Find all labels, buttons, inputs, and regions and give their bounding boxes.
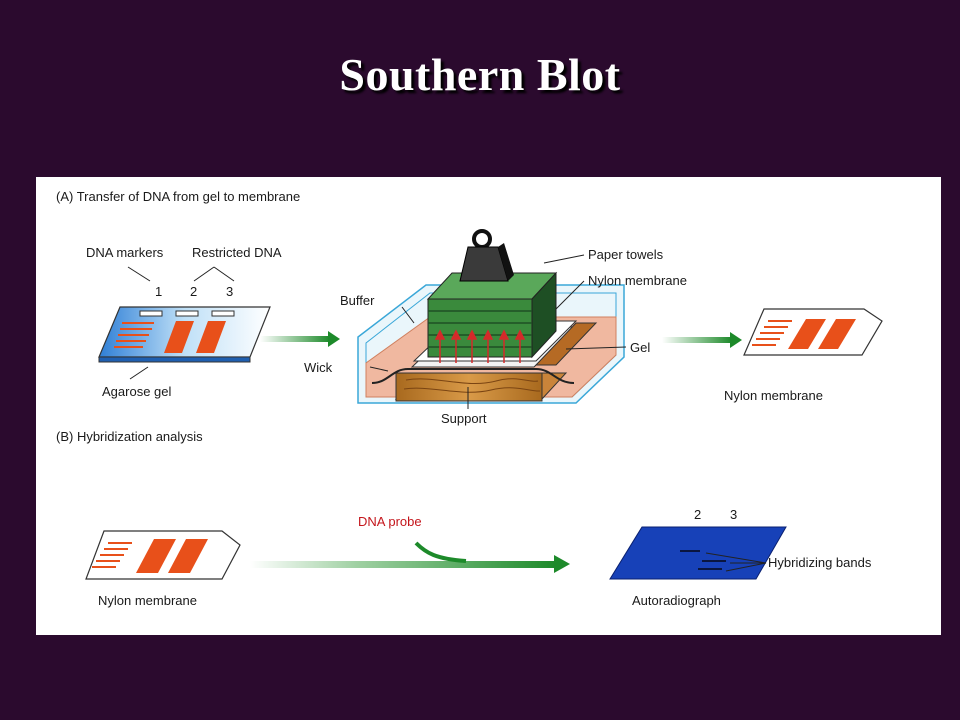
gel-label: Gel [630, 340, 651, 355]
transfer-arrow-2 [662, 332, 742, 348]
lane-2-label: 2 [190, 284, 198, 299]
hybridizing-bands-label: Hybridizing bands [768, 555, 872, 570]
dna-markers-label: DNA markers [86, 245, 164, 260]
slide-title: Southern Blot [339, 49, 621, 100]
apparatus-pointer-lines [369, 254, 627, 409]
wick-label: Wick [304, 360, 333, 375]
capillary-flow-arrows [434, 329, 526, 363]
restricted-dna-label: Restricted DNA [192, 245, 282, 260]
paper-towel-stack [426, 271, 558, 359]
restricted-dna-smears [164, 321, 226, 353]
lane-pointer-lines [127, 266, 235, 380]
paper-towels-label: Paper towels [588, 247, 664, 262]
hybridization-nylon-membrane [85, 530, 241, 580]
band-pointer-lines [705, 552, 767, 572]
transfer-arrow-1 [260, 331, 340, 347]
autoradiograph-label: Autoradiograph [632, 593, 721, 608]
wick [371, 368, 575, 384]
hybridization-membrane-label: Nylon membrane [98, 593, 197, 608]
section-b-heading: (B) Hybridization analysis [56, 429, 203, 444]
agarose-gel-label: Agarose gel [102, 384, 172, 399]
southern-blot-figure: (A) Transfer of DNA from gel to membrane… [36, 177, 941, 635]
autoradiograph [609, 526, 787, 580]
buffer-label: Buffer [340, 293, 375, 308]
nylon-membrane-top-label: Nylon membrane [588, 273, 687, 288]
autorad-lane-3-label: 3 [730, 507, 738, 522]
weight [459, 229, 514, 282]
result-nylon-membrane [743, 308, 883, 356]
probe-arrow [250, 541, 570, 573]
support-block [394, 372, 568, 402]
lane-3-label: 3 [226, 284, 234, 299]
lane-1-label: 1 [155, 284, 163, 299]
dna-probe-label: DNA probe [358, 514, 422, 529]
figure-drawing [85, 229, 883, 580]
marker-bands [114, 322, 154, 348]
support-label: Support [441, 411, 487, 426]
autorad-lane-2-label: 2 [694, 507, 702, 522]
section-a-heading: (A) Transfer of DNA from gel to membrane [56, 189, 301, 204]
result-nylon-membrane-label: Nylon membrane [724, 388, 823, 403]
